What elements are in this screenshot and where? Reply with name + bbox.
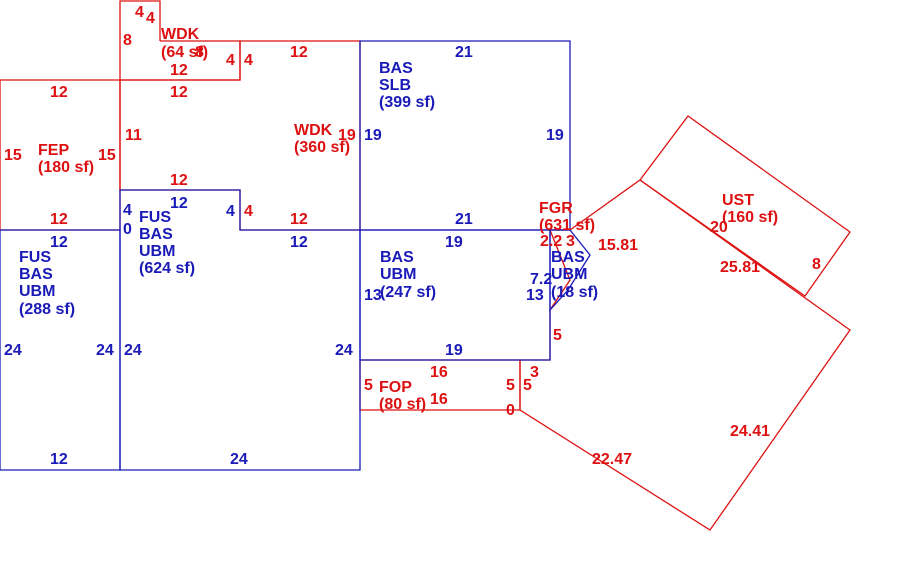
fus-624-area: (624 sf): [139, 260, 195, 277]
dim-label: 12: [290, 234, 308, 251]
dim-label: 19: [338, 127, 356, 144]
fgr-area: (631 sf): [539, 217, 595, 234]
dim-label: 20: [710, 219, 728, 236]
ust-code: UST: [722, 192, 754, 209]
dim-label: 16: [430, 364, 448, 381]
bas-247-outline: [359, 229, 551, 361]
dim-label: 3: [566, 233, 575, 250]
dim-label: 12: [50, 84, 68, 101]
dim-label: 8: [195, 44, 204, 61]
ust-area: (160 sf): [722, 209, 778, 226]
fus-624-line2: BAS: [139, 226, 173, 243]
dim-label: 4: [135, 4, 144, 21]
dim-label: 12: [170, 84, 188, 101]
wdk-large-code: WDK: [294, 122, 333, 139]
dim-label: 5: [553, 327, 562, 344]
dim-label: 12: [50, 234, 68, 251]
ust-outline: [639, 115, 851, 297]
dim-label: 13: [526, 287, 544, 304]
dim-label: 5: [506, 377, 515, 394]
bas-18-line2: UBM: [551, 266, 587, 283]
dim-label: 4: [146, 10, 155, 27]
fop-code: FOP: [379, 379, 412, 396]
dim-label: 19: [445, 342, 463, 359]
wdk-large-area: (360 sf): [294, 139, 350, 156]
dim-label: 21: [455, 211, 473, 228]
dim-label: 0: [506, 402, 515, 419]
fus-624-line3: UBM: [139, 243, 175, 260]
dim-label: 15: [4, 147, 22, 164]
fus-288-line1: FUS: [19, 249, 51, 266]
bas-slb-line2: SLB: [379, 77, 411, 94]
dim-label: 8: [123, 32, 132, 49]
dim-label: 12: [170, 62, 188, 79]
dim-label: 12: [50, 211, 68, 228]
dim-label: 11: [125, 127, 142, 144]
dim-label: 24: [124, 342, 142, 359]
bas-slb-line1: BAS: [379, 60, 413, 77]
dim-label: 4: [244, 203, 253, 220]
dim-label: 24: [230, 451, 248, 468]
dim-label: 12: [290, 44, 308, 61]
dim-label: 13: [364, 287, 382, 304]
dim-label: 12: [170, 195, 188, 212]
fus-624-line1: FUS: [139, 209, 171, 226]
fop-area: (80 sf): [379, 396, 426, 413]
fgr-code: FGR: [539, 200, 573, 217]
dim-label: 2.2: [540, 233, 562, 250]
dim-label: 19: [364, 127, 382, 144]
fep-area: (180 sf): [38, 159, 94, 176]
dim-label: 25.81: [720, 259, 760, 276]
dim-label: 24: [335, 342, 353, 359]
dim-label: 24.41: [730, 423, 770, 440]
bas-247-line1: BAS: [380, 249, 414, 266]
dim-label: 7.2: [530, 271, 552, 288]
wdk-small-code: WDK: [161, 26, 200, 43]
fus-288-line3: UBM: [19, 283, 55, 300]
dim-label: 24: [96, 342, 114, 359]
wdk-small-area: (64 sf): [161, 44, 208, 61]
bas-247-area: (247 sf): [380, 284, 436, 301]
dim-label: 22.47: [592, 451, 632, 468]
dim-label: 4: [226, 203, 235, 220]
fep-code: FEP: [38, 142, 69, 159]
dim-label: 12: [170, 172, 188, 189]
dim-label: 4: [123, 202, 132, 219]
dim-label: 3: [530, 364, 539, 381]
bas-18-area: (18 sf): [551, 284, 598, 301]
dim-label: 19: [546, 127, 564, 144]
dim-label: 21: [455, 44, 473, 61]
dim-label: 16: [430, 391, 448, 408]
bas-18-outline: [549, 229, 591, 312]
dim-label: 12: [50, 451, 68, 468]
bas-18-line1: BAS: [551, 249, 585, 266]
fus-288-line2: BAS: [19, 266, 53, 283]
dim-label: 12: [290, 211, 308, 228]
fus-288-area: (288 sf): [19, 301, 75, 318]
bas-247-line2: UBM: [380, 266, 416, 283]
dim-label: 15: [98, 147, 116, 164]
fus-288-outline: [0, 229, 121, 471]
dim-label: 4: [226, 52, 235, 69]
dim-label: 5: [364, 377, 373, 394]
bas-slb-area: (399 sf): [379, 94, 435, 111]
dim-label: 19: [445, 234, 463, 251]
dim-label: 4: [244, 52, 253, 69]
dim-label: 0: [123, 221, 132, 238]
dim-label: 24: [4, 342, 22, 359]
dim-label: 8: [812, 256, 821, 273]
dim-label: 5: [523, 377, 532, 394]
dim-label: 15.81: [598, 237, 638, 254]
